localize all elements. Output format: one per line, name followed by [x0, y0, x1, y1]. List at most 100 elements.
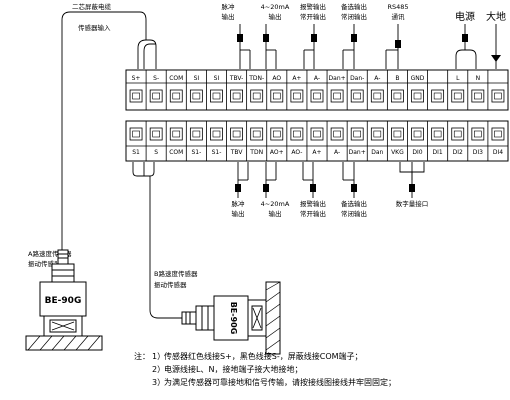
alarm2-label-1: 备选输出 [341, 2, 367, 11]
note-3: 3）为满足传感器可靠接地和信号传输，请按接线图接线并牢固固定； [134, 376, 396, 389]
terminal-gnd: GND [411, 75, 425, 103]
note-num-3: 3） [152, 378, 166, 387]
rs485-label-2: 通讯 [392, 12, 406, 21]
terminal-di2: DI2 [451, 127, 465, 156]
terminal-label: N [476, 75, 481, 82]
terminal-n: N [471, 75, 485, 103]
pulse-out-label-1: 脉冲 [222, 2, 236, 11]
terminal-label: DI2 [453, 149, 463, 156]
b-io-label: 数字量接口 [396, 199, 429, 208]
terminal-label: A- [334, 149, 340, 156]
right-sensor-model: BE-90G [229, 302, 238, 335]
terminal-ao: AO [270, 75, 284, 103]
current-out-label-1: 4~20mA [261, 3, 290, 11]
terminal-blank [431, 89, 445, 103]
terminal-vkg: VKG [391, 127, 404, 156]
b-current-label-1: 4~20mA [261, 200, 290, 208]
terminal-label: S1 [132, 149, 140, 156]
terminal-si: SI [210, 75, 223, 103]
terminal-tdn-: TDN- [248, 75, 264, 103]
terminal-label: S+ [132, 75, 141, 82]
terminal-si: SI [189, 75, 203, 103]
left-sensor-model: BE-90G [45, 296, 82, 306]
terminal-di3: DI3 [471, 127, 485, 156]
terminal-label: COM [169, 75, 183, 82]
right-sensor-caption-2: 振动传感器 [154, 280, 187, 289]
terminal-a-: A- [370, 75, 384, 103]
b-alarm1-label-1: 报警输出 [300, 199, 326, 208]
terminal-s1-: S1- [210, 127, 223, 156]
terminal-label: B [395, 75, 399, 82]
terminal-label: S- [153, 75, 159, 82]
terminal-label: S1- [191, 149, 201, 156]
terminal-label: COM [169, 149, 183, 156]
terminal-label: TBV- [229, 75, 244, 82]
terminal-label: Dan- [350, 75, 364, 82]
note-1: 注：1）传感器红色线接S+，黑色线接S-，屏蔽线接COM端子； [134, 350, 396, 363]
terminal-label: A- [374, 75, 380, 82]
top-labels: 二芯屏蔽电缆 传感器输入 脉冲 输出 4~20mA 输出 报警输出 常开输出 备… [72, 2, 506, 32]
terminal-label: AO [272, 75, 281, 82]
terminal-label: AO+ [270, 149, 284, 156]
terminal-s1-: S1- [189, 127, 203, 156]
terminal-s-: S+ [129, 75, 143, 103]
terminal-label: TDN [249, 149, 263, 156]
terminal-dan-: Dan+ [329, 75, 346, 103]
ground-label: 大地 [486, 10, 506, 23]
terminal-label: A+ [292, 75, 301, 82]
terminal-ao-: AO- [290, 127, 304, 156]
power-label: 电源 [455, 10, 475, 23]
terminal-di1: DI1 [431, 127, 445, 156]
terminal-tbv: TBV [230, 127, 243, 156]
left-sensor-caption-1: A路速度传感器 [28, 249, 72, 258]
alarm1-label-2: 常开输出 [300, 12, 326, 21]
terminal-label: A+ [312, 149, 321, 156]
note-num-2: 2） [152, 365, 166, 374]
terminal-label: A- [314, 75, 320, 82]
notes-prefix: 注： [134, 352, 150, 361]
two-wire-subtitle: 传感器输入 [78, 23, 111, 32]
right-sensor: B路速度传感器 振动传感器 BE-90G [154, 269, 281, 355]
top-wire-ferrules [237, 34, 501, 62]
terminal-label: Dan+ [329, 75, 346, 82]
terminal-tbv-: TBV- [229, 75, 244, 103]
alarm2-label-2: 常闭输出 [341, 12, 367, 21]
terminal-label: SI [194, 75, 200, 82]
left-sensor: A路速度传感器 振动传感器 BE-90G [25, 249, 103, 351]
terminal-label: L [456, 75, 460, 82]
top-terminal-block: S+ S- COM SI SI TBV- TDN- AO A+ A- Dan+ Dan- A- B GND L… [125, 69, 509, 111]
right-sensor-caption-1: B路速度传感器 [154, 269, 198, 278]
terminal-com: COM [169, 127, 183, 156]
b-current-label-2: 输出 [269, 209, 282, 218]
terminal-a-: A- [310, 75, 324, 103]
alarm1-label-1: 报警输出 [300, 2, 326, 11]
rs485-label-1: RS485 [387, 3, 408, 11]
pulse-out-label-2: 输出 [222, 12, 235, 21]
terminal-label: Dan+ [349, 149, 366, 156]
bottom-labels: 脉冲 输出 4~20mA 输出 报警输出 常开输出 备选输出 常闭输出 数字量接… [232, 199, 429, 218]
terminal-dan-: Dan- [350, 75, 364, 103]
terminal-label: S [154, 149, 158, 156]
terminal-b: B [391, 75, 404, 103]
terminal-label: SI [214, 75, 220, 82]
terminal-s-: S- [149, 75, 163, 103]
b-alarm2-label-2: 常闭输出 [341, 209, 367, 218]
terminal-dan: Dan [370, 127, 384, 156]
terminal-label: AO- [291, 149, 302, 156]
terminal-label: DI4 [493, 149, 503, 156]
left-sensor-caption-2: 振动传感器 [28, 259, 61, 268]
note-2: 2）电源线接L、N，接地端子接大地接地； [134, 363, 396, 376]
terminal-ao-: AO+ [270, 127, 284, 156]
terminal-tdn: TDN [249, 127, 264, 156]
b-pulse-label-2: 输出 [232, 209, 245, 218]
terminal-label: GND [411, 75, 425, 82]
terminal-di0: DI0 [411, 127, 424, 156]
terminal-label: Dan [371, 149, 383, 156]
b-alarm1-label-2: 常开输出 [300, 209, 326, 218]
terminal-l: L [451, 75, 465, 103]
note-text-2: 电源线接L、N，接地端子接大地接地； [164, 365, 303, 374]
current-out-label-2: 输出 [269, 12, 282, 21]
terminal-dan-: Dan+ [349, 127, 366, 156]
note-text-3: 为满足传感器可靠接地和信号传输，请按接线图接线并牢固固定； [164, 378, 396, 387]
